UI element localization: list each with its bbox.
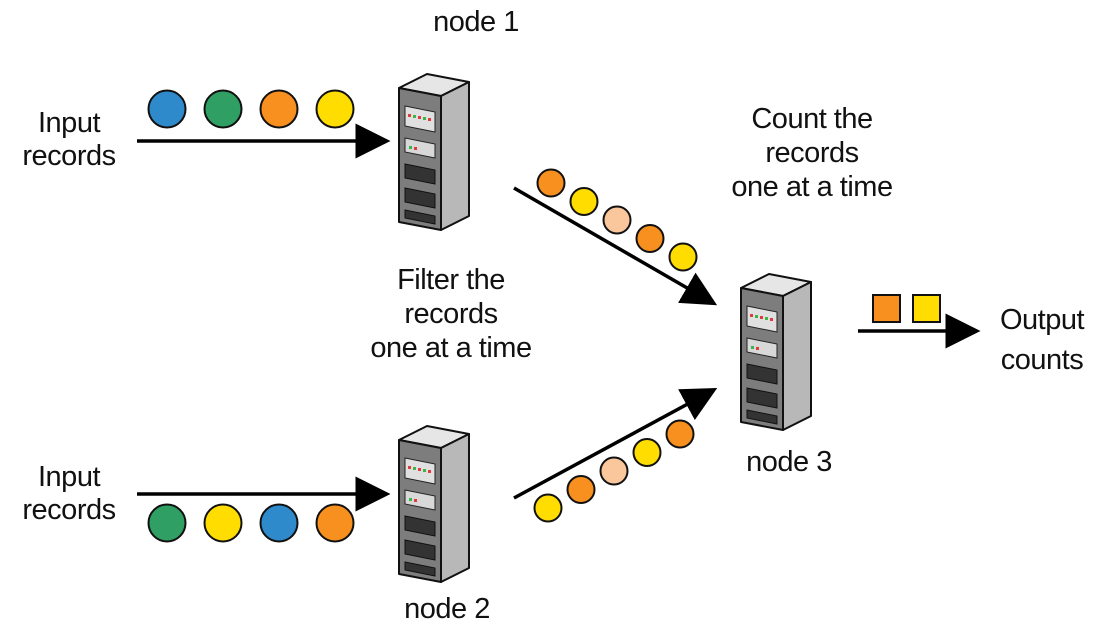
input-records-top-label-line1: Input (38, 107, 101, 139)
record-circle-yellow (533, 493, 563, 523)
count-label-line1: Count the (751, 103, 873, 135)
count-square-orange (872, 294, 901, 323)
server-icon (740, 273, 812, 431)
output-label-line1: Output (999, 304, 1085, 336)
record-circle-peach (602, 205, 632, 235)
server-icon (398, 73, 470, 231)
server-icon (398, 425, 470, 583)
node-3-label: node 3 (746, 446, 832, 478)
record-circle-green (147, 503, 187, 543)
count-label-line2: records (765, 137, 859, 169)
record-circle-orange (315, 503, 355, 543)
filter-label-line1: Filter the (397, 264, 505, 296)
input-records-bottom-label-line2: records (22, 494, 116, 526)
record-circle-blue (259, 503, 299, 543)
filter-label-line3: one at a time (370, 332, 532, 364)
record-circle-orange (665, 419, 695, 449)
arrows (137, 123, 981, 512)
record-circle-yellow (632, 438, 662, 467)
record-circle-orange (536, 168, 566, 198)
record-circle-orange (259, 89, 299, 129)
record-circle-yellow (668, 242, 698, 272)
output-label-line2: counts (1000, 344, 1084, 376)
input-records-top-label-line2: records (22, 140, 116, 172)
record-circle-yellow (315, 89, 355, 129)
input-records-bottom-label-line1: Input (38, 461, 101, 493)
node-2-label: node 2 (404, 593, 490, 625)
filtered-records-bottom (533, 419, 695, 523)
record-circle-orange (635, 224, 665, 253)
record-circle-peach (599, 456, 629, 486)
filtered-records-top (536, 168, 698, 272)
record-circle-yellow (203, 503, 243, 543)
arrow-node2-to-node3 (513, 388, 718, 500)
node-1-label: node 1 (433, 6, 519, 38)
record-circle-green (203, 89, 243, 129)
filter-label-line2: records (404, 298, 498, 330)
input-records-bottom (147, 503, 355, 543)
record-circle-blue (147, 89, 187, 129)
count-square-yellow (912, 294, 941, 323)
arrow-node1-to-node3 (513, 186, 718, 306)
record-circle-yellow (569, 187, 599, 216)
record-circle-orange (566, 475, 596, 504)
input-records-top (147, 89, 355, 129)
output-counts-squares (872, 294, 941, 323)
count-label-line3: one at a time (731, 171, 893, 203)
